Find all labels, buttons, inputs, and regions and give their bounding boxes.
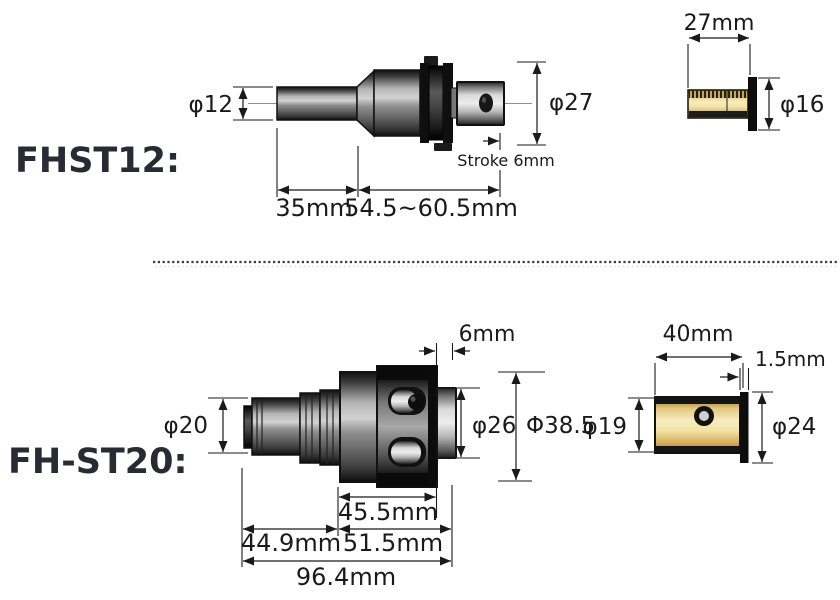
- fhst12-dim-phi27: φ27: [517, 61, 593, 146]
- dim-sleeve-length: 27mm: [684, 11, 755, 36]
- dim-shaft-length: 35mm: [275, 194, 352, 222]
- fhst20-dim-phi385: Φ38.5: [498, 371, 595, 482]
- fhst12-taper: [356, 69, 375, 138]
- dim-nose-diameter: φ26: [472, 413, 516, 439]
- dim-sleeve-length: 45.5mm: [338, 498, 438, 526]
- dim-head-length: 51.5mm: [343, 529, 443, 557]
- fhst12-collar-ring-right: [443, 63, 453, 143]
- fhst20-nose-collar: [436, 387, 457, 459]
- fhst12-socket-hole: [479, 93, 493, 113]
- fhst20-main-view: [243, 365, 457, 488]
- fhst12-collar-ring-left: [420, 63, 429, 143]
- fhst12-dim-lengths: 35mm 54.5~60.5mm: [275, 128, 518, 222]
- sleeve-body: [654, 396, 741, 454]
- fhst20-sleeve-rim: [428, 372, 437, 482]
- fhst12-main-view: [248, 56, 532, 151]
- fhst20-dim-6mm: 6mm: [419, 322, 515, 366]
- dim-sleeve-bore: φ19: [583, 414, 627, 440]
- fhst12-sleeve-view: 27mm φ16: [684, 11, 824, 131]
- fhst12-dim-phi12: φ12: [189, 86, 273, 121]
- dim-stroke-label: Stroke 6mm: [457, 151, 554, 170]
- fhst20-section: FH-ST20:: [8, 322, 826, 591]
- fhst12-body: [373, 69, 421, 137]
- sleeve-knurl-band: [689, 91, 747, 98]
- fhst12-dim-stroke: Stroke 6mm: [457, 133, 555, 170]
- dim-body-length: 54.5~60.5mm: [344, 194, 518, 222]
- fhst12-shaft: [276, 86, 358, 121]
- fhst12-socket-hole-highlight: [482, 97, 486, 103]
- fhst20-shank: [251, 397, 301, 456]
- fhst20-dim-lengths: 45.5mm 44.9mm 51.5mm 96.4mm: [241, 468, 453, 591]
- section-divider: [153, 260, 838, 268]
- dim-sleeve-length: 40mm: [663, 322, 734, 347]
- dim-flange-thickness: 1.5mm: [755, 347, 826, 371]
- dim-sleeve-outer: φ24: [772, 414, 816, 440]
- dim-stroke-length: 6mm: [459, 322, 516, 347]
- fhst12-model-label: FHST12:: [15, 141, 180, 181]
- fhst12-collar-bottom-tab: [434, 143, 452, 151]
- dim-shaft-diameter: φ12: [189, 92, 233, 118]
- sleeve-flange: [748, 77, 757, 131]
- dim-max-diameter: Φ38.5: [526, 413, 595, 439]
- dim-sleeve-bore: φ16: [780, 92, 824, 118]
- fhst20-flange-disc: [339, 371, 378, 483]
- fhst20-step-1: [299, 392, 321, 464]
- dim-shank-diameter: φ20: [164, 413, 208, 439]
- fhst20-step-2: [319, 389, 341, 466]
- dim-total-length: 96.4mm: [296, 563, 396, 591]
- sleeve-flange: [740, 392, 749, 463]
- fhst20-sleeve-view: 40mm 1.5mm φ19 φ24: [583, 322, 826, 464]
- fhst20-dim-phi20: φ20: [164, 397, 248, 454]
- fhst12-section: FHST12: φ12 φ27: [15, 11, 824, 222]
- fhst20-dim-phi26: φ26: [437, 387, 516, 459]
- fhst20-model-label: FH-ST20:: [8, 442, 188, 482]
- fhst20-tip-ring: [243, 405, 253, 449]
- dim-shank-length: 44.9mm: [241, 529, 341, 557]
- sleeve-bottom-band: [689, 111, 747, 117]
- fhst12-collar-ring-mid: [428, 65, 444, 141]
- fhst20-ball: [408, 394, 424, 410]
- dim-max-diameter: φ27: [549, 90, 593, 116]
